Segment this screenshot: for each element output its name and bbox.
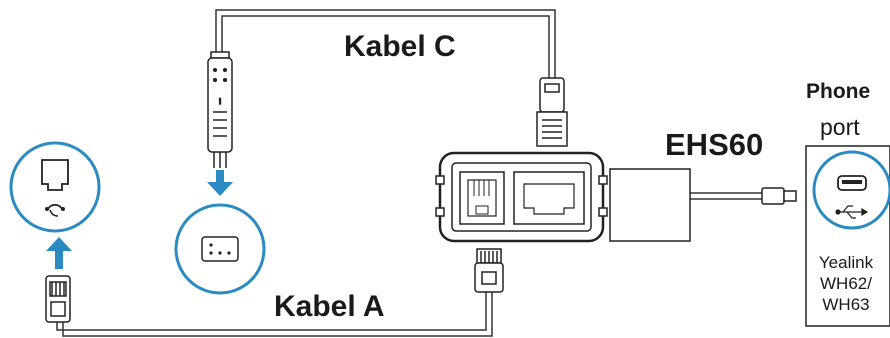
rj-plug-top [536,77,568,147]
port-label: port [820,114,860,140]
yealink-line-2: WH62/ [820,274,872,293]
rj-plug-bottom [474,248,504,293]
telephone-jack-with-headset-icon [9,141,101,233]
kabel-a-wire [56,292,493,337]
kabel-a-label: Kabel A [274,290,385,323]
arrow-up-icon [46,237,72,269]
rj-plug-left [45,275,71,323]
ehs60-adapter-box [609,168,691,242]
yealink-line-3: WH63 [822,295,870,314]
ehs60-device [435,151,608,243]
yealink-line-1: Yealink [818,253,874,272]
usb-plug [761,187,797,205]
six-pin-connector-icon [174,203,266,295]
arrow-down-icon [207,170,233,196]
ehs60-cable [690,192,762,200]
kabel-c-label: Kabel C [344,30,456,63]
yealink-base-panel [805,145,890,327]
usb-symbol-icon [835,205,869,219]
svg-text:❚: ❚ [217,97,223,105]
kabel-c-wire [215,9,556,78]
phone-label: Phone [806,80,871,103]
six-pin-plug-connector: ❚ [207,51,233,168]
ehs60-label: EHS60 [665,127,764,162]
yealink-model-label: Yealink WH62/ WH63 [810,252,882,315]
